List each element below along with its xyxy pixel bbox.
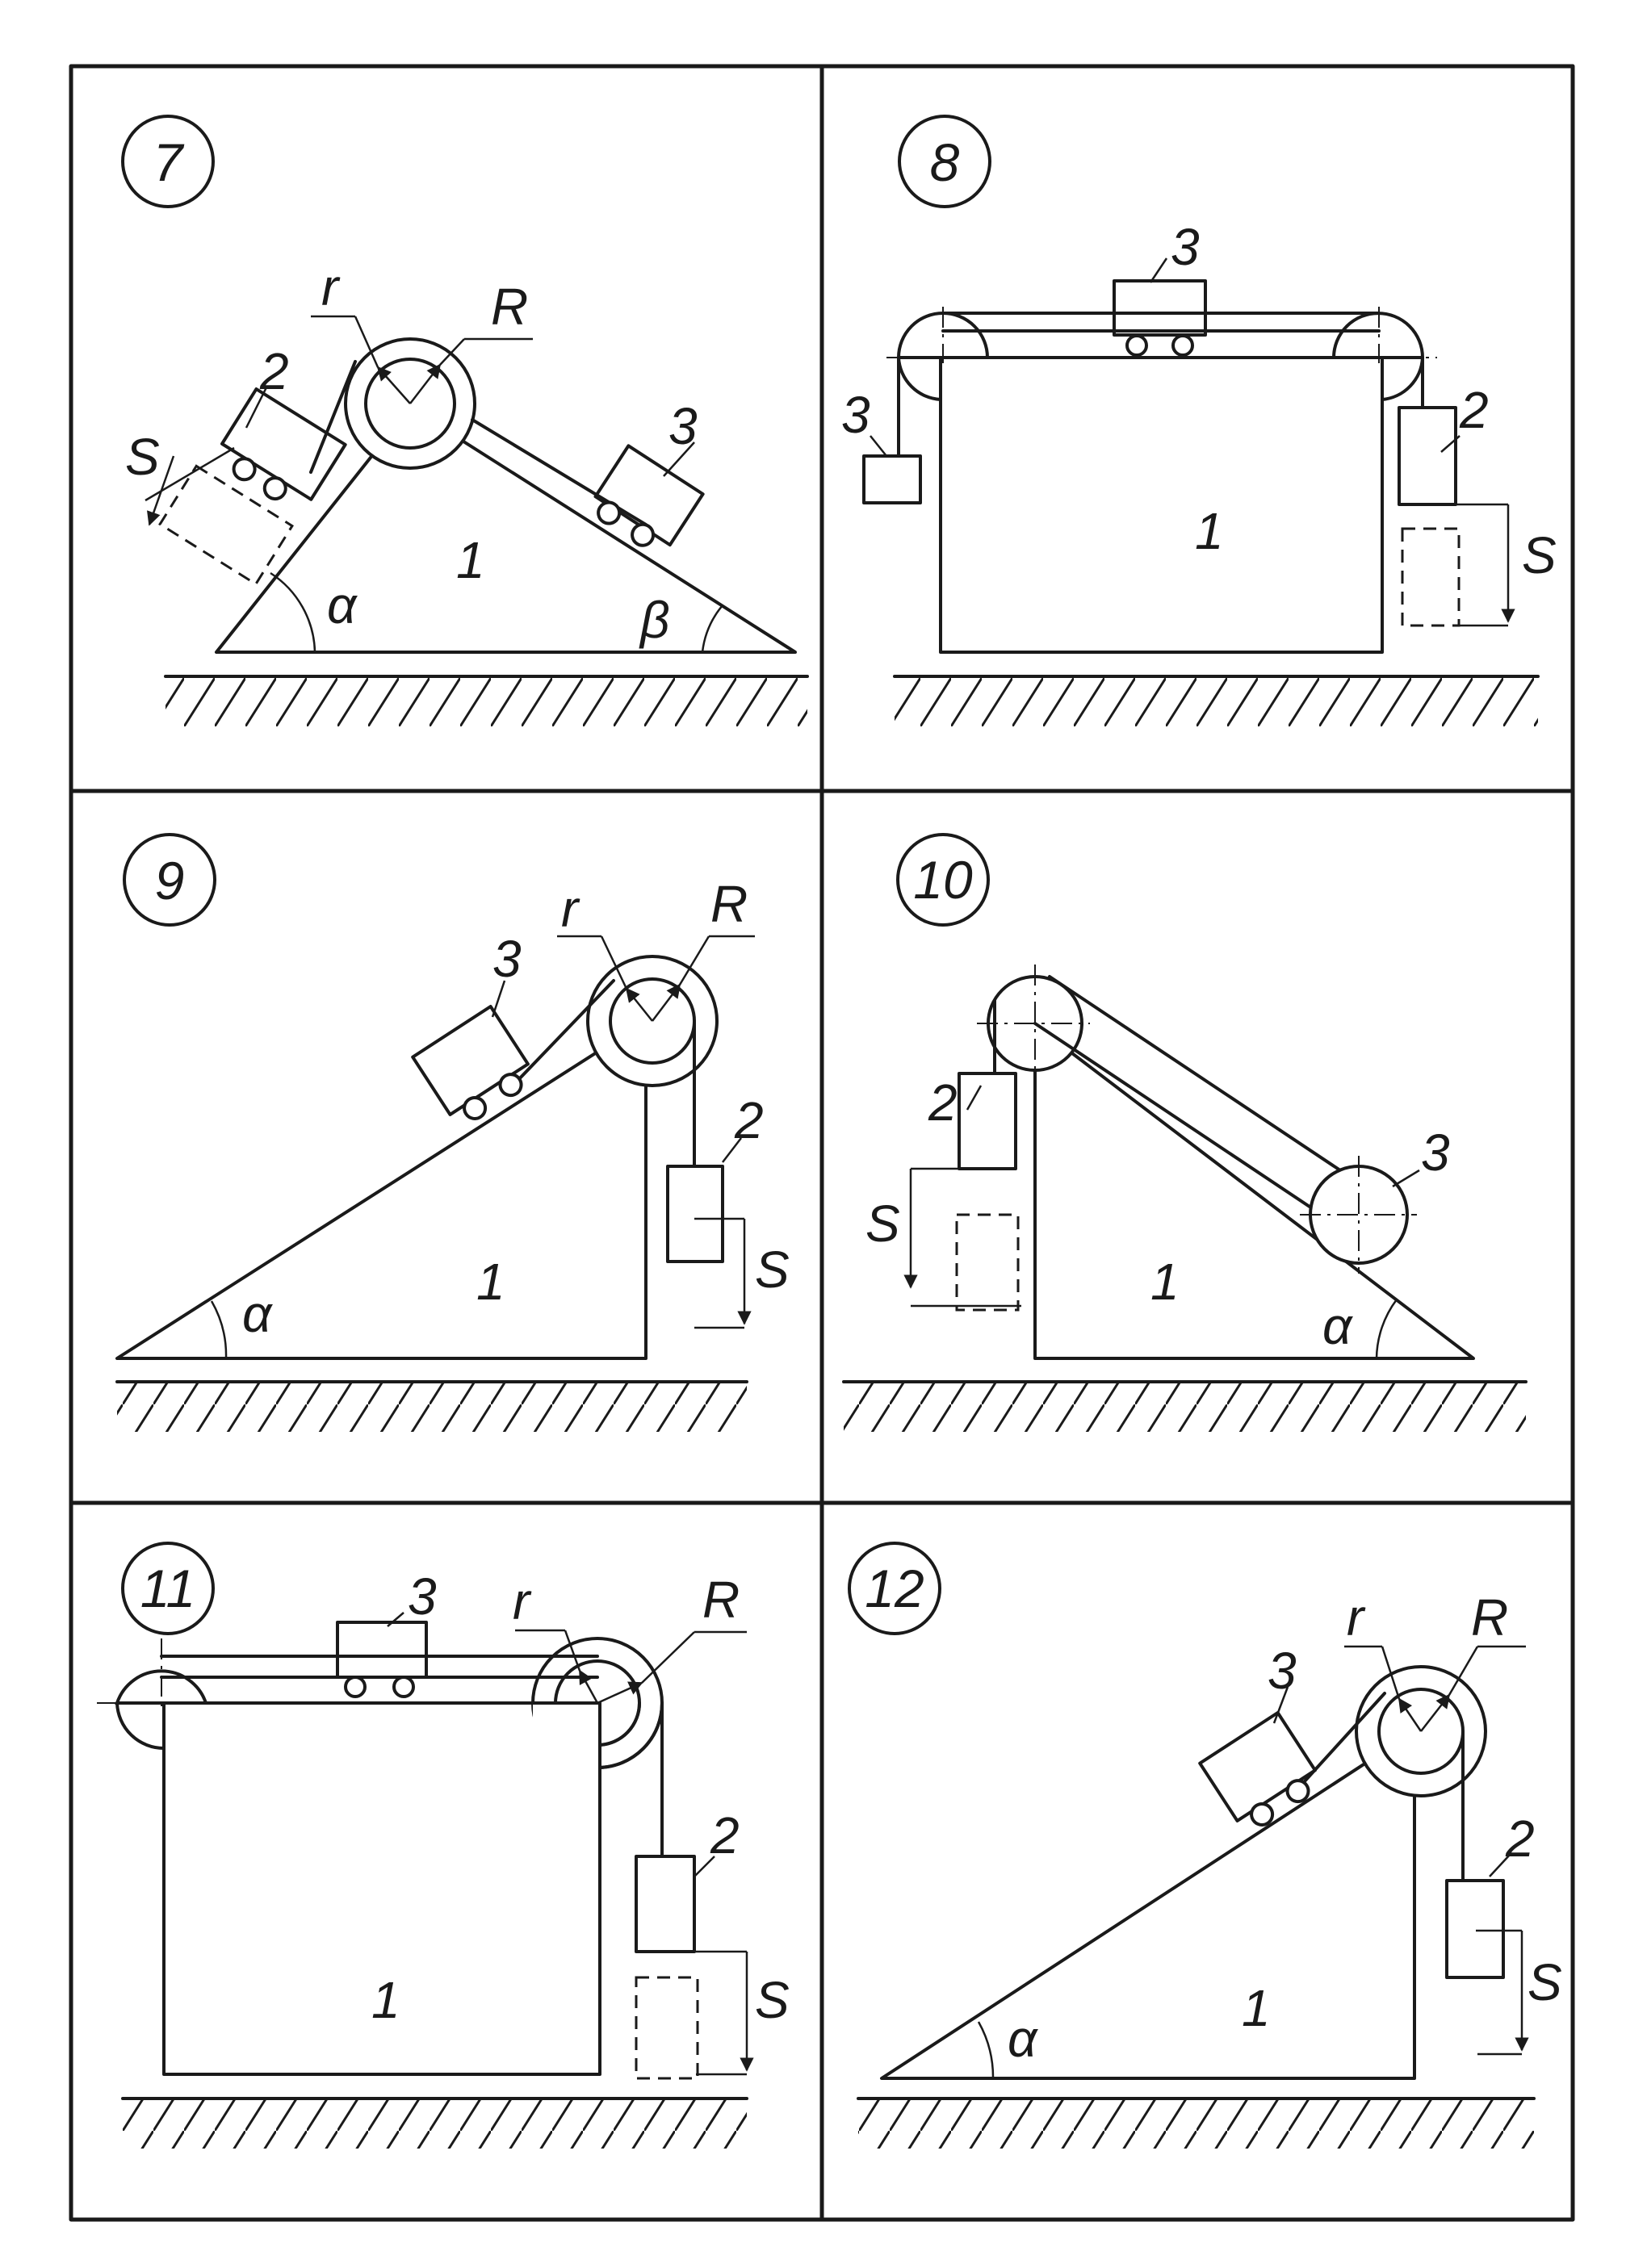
body-1-triangle <box>215 406 797 654</box>
body-3-cart <box>593 444 705 547</box>
body-3-cart <box>336 1621 428 1698</box>
label-body3: 3 <box>1268 1642 1297 1700</box>
body-3-weight <box>862 454 922 504</box>
label-beta: β <box>639 591 670 649</box>
body-1-triangle <box>115 1019 647 1360</box>
ground-hatch <box>166 678 807 726</box>
label-body1: 1 <box>371 1971 400 2029</box>
panel-10: 10 2 3 1 S α <box>842 833 1528 1432</box>
label-number: 8 <box>930 132 960 192</box>
label-r: R <box>1471 1588 1508 1647</box>
label-number: 12 <box>865 1559 924 1618</box>
label-body2: 2 <box>259 342 289 400</box>
body-1-block <box>939 356 1384 654</box>
label-s: S <box>755 1971 790 2029</box>
panel-number-circle <box>121 115 215 208</box>
body-1-triangle <box>880 1730 1416 2080</box>
body-3-cart <box>1113 279 1207 357</box>
label-body1: 1 <box>1195 502 1224 560</box>
label-body1: 1 <box>456 531 485 589</box>
label-alpha: α <box>327 576 358 634</box>
label-body3: 3 <box>1421 1124 1450 1182</box>
panel-12: 12 3 2 1 r R S α <box>848 1542 1562 2149</box>
label-number: 10 <box>913 850 973 910</box>
label-alpha: α <box>242 1285 273 1343</box>
label-alpha: α <box>1008 2010 1038 2068</box>
label-body2: 2 <box>734 1091 764 1149</box>
panel-number-circle <box>898 115 991 208</box>
label-r: r <box>561 880 580 938</box>
label-number: 11 <box>140 1559 196 1618</box>
pulley-inner <box>364 358 456 450</box>
label-body2: 2 <box>1505 1810 1535 1868</box>
label-body2: 2 <box>928 1073 958 1132</box>
label-r: r <box>1347 1588 1366 1647</box>
label-body3: 3 <box>408 1567 437 1626</box>
body-2-weight <box>1398 406 1457 506</box>
label-body2: 2 <box>710 1806 740 1864</box>
panel-7: 7 <box>121 115 809 726</box>
label-body3-side: 3 <box>841 386 870 444</box>
label-body1: 1 <box>1150 1253 1180 1311</box>
label-body3: 3 <box>668 397 698 455</box>
label-r: R <box>710 875 748 933</box>
label-number: 9 <box>155 851 185 910</box>
body-3-cart <box>1198 1711 1317 1827</box>
label-s: S <box>125 428 160 486</box>
label-r: R <box>491 278 528 336</box>
body-2-weight <box>958 1072 1017 1170</box>
label-body1: 1 <box>476 1253 505 1311</box>
label-s: S <box>1528 1953 1562 2011</box>
panel-9: 9 3 2 1 r R S α <box>115 833 790 1432</box>
label-body2: 2 <box>1459 381 1489 439</box>
body-3-cart <box>411 1005 530 1120</box>
label-s: S <box>865 1195 900 1253</box>
panel-number: 7 <box>153 132 185 192</box>
panel-8: 8 3 <box>841 115 1557 726</box>
label-body3-top: 3 <box>1171 218 1200 276</box>
label-r: R <box>702 1571 740 1629</box>
body-2-weight <box>635 1855 696 1953</box>
label-r: r <box>513 1572 532 1630</box>
body-1-triangle <box>1033 1023 1475 1360</box>
label-alpha: α <box>1322 1297 1353 1355</box>
label-body1: 1 <box>1242 1979 1271 2037</box>
sheet-frame <box>69 64 1575 2222</box>
body-2-cart <box>220 387 347 501</box>
body-2-weight <box>666 1165 724 1263</box>
label-body3: 3 <box>492 930 522 988</box>
label-s: S <box>755 1241 790 1299</box>
label-s: S <box>1522 526 1557 584</box>
body-1-block <box>162 1701 601 2076</box>
body-2-weight <box>1445 1879 1505 1979</box>
label-r: r <box>321 258 341 316</box>
panel-11: 11 <box>97 1542 790 2149</box>
